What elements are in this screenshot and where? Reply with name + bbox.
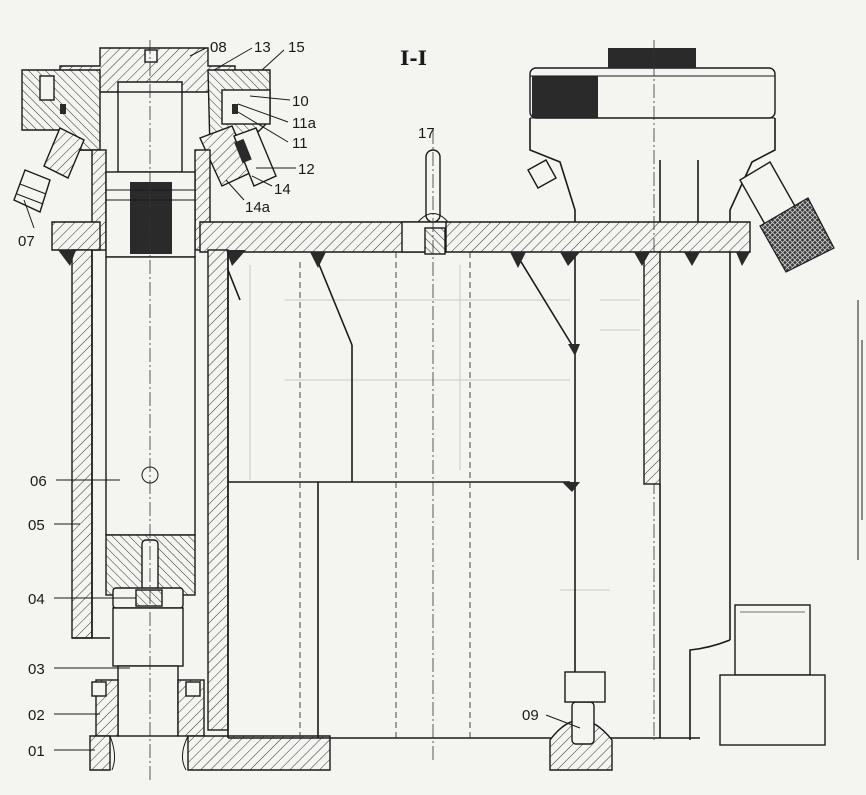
fitting-12-14 (199, 125, 277, 187)
collar-02 (91, 679, 205, 737)
label-03: 03 (28, 661, 45, 678)
label-14a: 14a (245, 199, 271, 216)
rod-03 (112, 607, 184, 737)
right-frame (575, 251, 826, 746)
nut-04 (112, 587, 184, 609)
label-10: 10 (292, 93, 309, 110)
label-11a: 11a (292, 115, 317, 132)
cylinder-body (91, 149, 211, 258)
label-12: 12 (298, 161, 315, 178)
label-13: 13 (254, 39, 271, 56)
part-labels: 08 13 15 10 11a 11 12 14 14a 07 17 06 05… (18, 39, 539, 760)
label-15: 15 (288, 39, 305, 56)
label-17: 17 (418, 125, 435, 142)
pin-09 (549, 671, 613, 771)
label-02: 02 (28, 707, 45, 724)
background-ghost-lines (249, 265, 640, 591)
right-knurled-fitting (739, 161, 835, 273)
piston-06 (105, 256, 196, 596)
label-05: 05 (28, 517, 45, 534)
leader-lines (23, 47, 581, 751)
section-title: I-I (400, 46, 427, 70)
label-01: 01 (28, 743, 45, 760)
label-08: 08 (210, 39, 227, 56)
right-margin-marks (857, 300, 863, 560)
fitting-07 (13, 127, 85, 213)
top-plate (51, 221, 751, 255)
label-11: 11 (292, 135, 308, 152)
center-frame (227, 130, 580, 760)
label-14: 14 (274, 181, 291, 198)
label-07: 07 (18, 233, 35, 250)
right-cylinder (527, 40, 776, 740)
sleeve-05 (58, 249, 246, 731)
label-04: 04 (28, 591, 45, 608)
base-01 (89, 735, 331, 771)
label-06: 06 (30, 473, 47, 490)
label-09: 09 (522, 707, 539, 724)
